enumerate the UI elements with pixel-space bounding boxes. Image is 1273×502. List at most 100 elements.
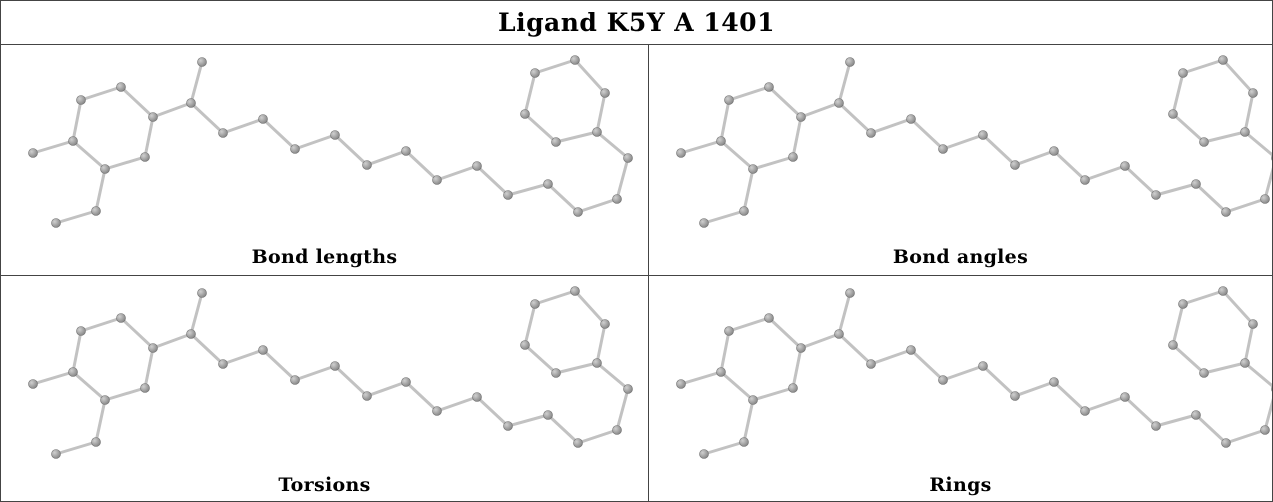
atom — [676, 148, 686, 158]
panel-caption: Torsions — [278, 474, 371, 496]
atom — [699, 218, 709, 228]
bond — [941, 133, 985, 151]
bond — [719, 370, 755, 402]
atom — [978, 130, 988, 140]
atom — [218, 128, 228, 138]
bond — [293, 133, 337, 151]
atom — [573, 207, 583, 217]
panel-torsions: Torsions — [1, 276, 648, 501]
bond — [119, 316, 155, 350]
atom — [148, 112, 158, 122]
atom — [520, 109, 530, 119]
atom — [834, 98, 844, 108]
bond — [869, 117, 913, 135]
bond — [1221, 289, 1255, 326]
atom — [28, 379, 38, 389]
panel-caption: Bond lengths — [251, 246, 398, 268]
atom — [1168, 340, 1178, 350]
bond — [799, 332, 841, 350]
bond — [1083, 164, 1127, 182]
bond — [31, 370, 75, 386]
atom — [401, 146, 411, 156]
atom — [116, 82, 126, 92]
bond — [1181, 289, 1225, 306]
ligand-structure-image — [676, 286, 1272, 459]
bond — [791, 346, 803, 390]
atom — [866, 128, 876, 138]
atom — [570, 55, 580, 65]
bond — [119, 85, 155, 119]
atom — [401, 377, 411, 387]
atom — [1120, 161, 1130, 171]
atom — [1049, 377, 1059, 387]
atom — [51, 218, 61, 228]
atom — [51, 449, 61, 459]
atom — [716, 136, 726, 146]
bond — [365, 149, 408, 167]
bond — [1263, 167, 1272, 201]
atom — [834, 329, 844, 339]
bond — [1181, 58, 1225, 75]
bond — [909, 348, 945, 382]
bond — [1083, 395, 1127, 413]
bond — [1202, 361, 1247, 375]
atom — [1240, 127, 1250, 137]
atom — [100, 395, 110, 405]
atom — [1260, 425, 1270, 435]
atom — [100, 164, 110, 174]
bond — [1052, 380, 1087, 413]
bond — [189, 332, 225, 366]
bond — [791, 115, 803, 159]
bond — [189, 101, 225, 135]
atom — [764, 313, 774, 323]
atom — [1049, 146, 1059, 156]
bond — [837, 101, 873, 135]
bond — [523, 71, 537, 116]
atom — [530, 68, 540, 78]
bond — [333, 364, 369, 398]
bond — [435, 164, 479, 182]
atom — [28, 148, 38, 158]
atom — [612, 194, 622, 204]
atom — [612, 425, 622, 435]
atom — [623, 384, 633, 394]
ligand-structure-image — [28, 55, 633, 228]
atom — [676, 379, 686, 389]
bond — [475, 164, 510, 197]
bond — [799, 101, 841, 119]
bond — [615, 156, 630, 201]
bond — [506, 182, 550, 197]
bond — [1221, 58, 1255, 95]
bond — [546, 182, 580, 214]
bond — [595, 130, 630, 160]
atom — [76, 95, 86, 105]
atom — [1248, 88, 1258, 98]
bond — [981, 133, 1017, 167]
bond — [576, 197, 619, 214]
atom — [330, 130, 340, 140]
atom — [845, 57, 855, 67]
bond — [595, 91, 607, 134]
bond — [679, 139, 723, 155]
atom — [258, 345, 268, 355]
atom — [788, 152, 798, 162]
atom — [148, 343, 158, 353]
atom — [788, 383, 798, 393]
bond — [189, 291, 204, 336]
bond — [71, 329, 83, 374]
atom — [1120, 392, 1130, 402]
atom — [140, 152, 150, 162]
atom — [197, 57, 207, 67]
atom — [938, 144, 948, 154]
atom — [699, 449, 709, 459]
atom — [1178, 68, 1188, 78]
atom — [503, 421, 513, 431]
atom — [68, 136, 78, 146]
bond — [837, 291, 852, 336]
atom — [432, 406, 442, 416]
bond — [533, 58, 577, 75]
atom — [592, 127, 602, 137]
atom — [197, 288, 207, 298]
bond — [1224, 428, 1267, 445]
atom — [290, 144, 300, 154]
